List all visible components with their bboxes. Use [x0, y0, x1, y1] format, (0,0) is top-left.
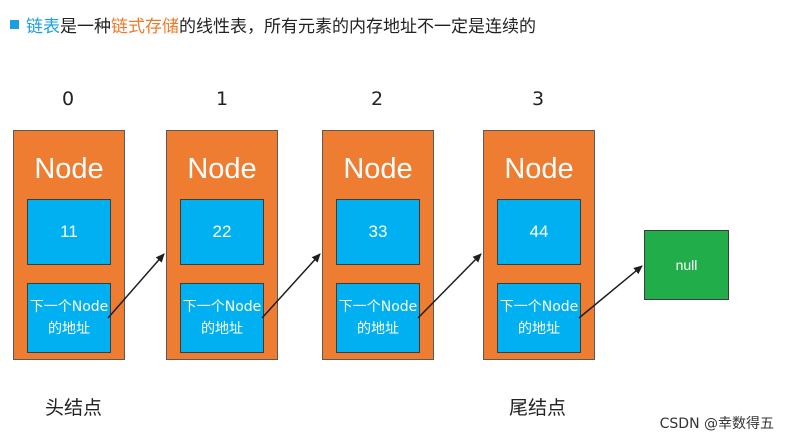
node-value-field: 11: [27, 199, 111, 265]
next-pointer-label-line1: 下一个Node: [182, 299, 262, 315]
linked-list-node-0: Node 11 下一个Node 的地址: [13, 130, 125, 360]
header-linked-list-term: 链表: [26, 16, 60, 37]
node-title: Node: [187, 153, 257, 185]
next-pointer-label-line2: 的地址: [201, 321, 243, 337]
next-pointer-label-line2: 的地址: [518, 321, 560, 337]
node-next-pointer-field: 下一个Node 的地址: [336, 283, 420, 353]
pointer-arrow-1-to-2: [261, 253, 321, 319]
node-next-pointer-field: 下一个Node 的地址: [497, 283, 581, 353]
node-index-3: 3: [531, 88, 545, 110]
node-title: Node: [343, 153, 413, 185]
node-value-field: 22: [180, 199, 264, 265]
linked-list-node-2: Node 33 下一个Node 的地址: [322, 130, 434, 360]
linked-list-node-3: Node 44 下一个Node 的地址: [483, 130, 595, 360]
header-text-2: 的线性表，所有元素的内存地址不一定是连续的: [179, 16, 536, 37]
watermark: CSDN @幸数得五: [659, 416, 774, 432]
node-next-pointer-field: 下一个Node 的地址: [180, 283, 264, 353]
node-value-field: 33: [336, 199, 420, 265]
node-title: Node: [34, 153, 104, 185]
node-value-field: 44: [497, 199, 581, 265]
header-text-1: 是一种: [60, 16, 111, 37]
bullet-square-icon: [10, 19, 19, 29]
next-pointer-label-line1: 下一个Node: [338, 299, 418, 315]
next-pointer-label-line2: 的地址: [48, 321, 90, 337]
pointer-arrow-2-to-3: [417, 253, 482, 319]
header-chain-storage-term: 链式存储: [111, 16, 179, 37]
next-pointer-label-line1: 下一个Node: [499, 299, 579, 315]
next-pointer-label-line2: 的地址: [357, 321, 399, 337]
linked-list-node-1: Node 22 下一个Node 的地址: [166, 130, 278, 360]
next-pointer-label-line1: 下一个Node: [29, 299, 109, 315]
null-terminator: null: [644, 230, 729, 300]
pointer-arrow-0-to-1: [107, 253, 165, 319]
head-node-label: 头结点: [45, 397, 103, 419]
slide-header: 链表 是一种 链式存储 的线性表，所有元素的内存地址不一定是连续的: [10, 12, 536, 37]
node-title: Node: [504, 153, 574, 185]
node-index-0: 0: [61, 88, 75, 110]
tail-node-label: 尾结点: [509, 397, 567, 419]
node-index-1: 1: [215, 88, 229, 110]
pointer-arrow-3-to-null: [578, 265, 643, 319]
node-index-2: 2: [370, 88, 384, 110]
node-next-pointer-field: 下一个Node 的地址: [27, 283, 111, 353]
